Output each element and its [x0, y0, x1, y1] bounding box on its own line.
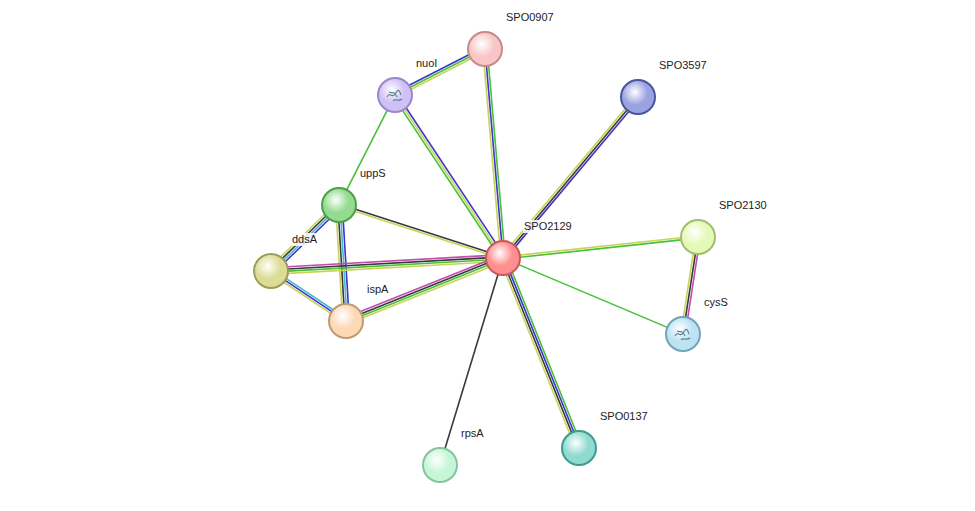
evidence-line — [363, 267, 488, 317]
interaction-edge — [403, 108, 496, 245]
protein-node: ispA — [328, 303, 364, 339]
interaction-edge — [355, 209, 487, 254]
evidence-line — [282, 216, 326, 258]
interaction-edge — [361, 261, 489, 317]
evidence-line — [686, 254, 696, 317]
evidence-line — [506, 275, 569, 433]
protein-node: nuoI — [377, 77, 413, 113]
evidence-line — [410, 57, 470, 88]
evidence-line — [285, 219, 329, 261]
evidence-line — [510, 273, 573, 431]
evidence-line — [508, 274, 571, 432]
evidence-line — [484, 66, 499, 241]
node-label: rpsA — [460, 427, 485, 440]
protein-node: SPO3597 — [620, 79, 656, 115]
evidence-line — [286, 279, 333, 310]
node-label: SPO2130 — [718, 199, 768, 212]
evidence-line — [404, 109, 493, 244]
protein-node: SPO2129 — [485, 240, 521, 276]
protein-node: SPO2130 — [680, 219, 716, 255]
evidence-line — [409, 55, 469, 86]
evidence-line — [288, 262, 486, 273]
interaction-edge — [409, 55, 471, 89]
protein-node: rpsA — [422, 447, 458, 483]
protein-node: cysS — [665, 316, 701, 352]
interaction-edge — [519, 265, 668, 328]
evidence-line — [288, 260, 486, 271]
interaction-edge — [683, 253, 697, 317]
node-label: SPO0137 — [599, 410, 649, 423]
interaction-edge — [506, 273, 576, 434]
interaction-edge — [288, 256, 486, 274]
evidence-line — [516, 111, 629, 246]
evidence-line — [403, 110, 492, 245]
evidence-line — [486, 66, 501, 241]
evidence-line — [361, 261, 486, 311]
evidence-line — [519, 265, 668, 328]
node-label: ispA — [366, 283, 389, 296]
evidence-line — [683, 253, 693, 316]
evidence-line — [285, 280, 332, 311]
evidence-line — [445, 274, 498, 448]
evidence-line — [514, 110, 627, 245]
interaction-edge — [284, 279, 333, 314]
node-label: SPO3597 — [658, 59, 708, 72]
structure-icon — [383, 83, 407, 107]
evidence-line — [347, 110, 388, 190]
evidence-line — [512, 273, 575, 431]
evidence-line — [362, 265, 487, 315]
evidence-line — [361, 263, 486, 313]
evidence-line — [512, 109, 625, 244]
evidence-line — [281, 214, 325, 256]
interaction-edge — [484, 66, 503, 242]
protein-node: uppS — [321, 187, 357, 223]
interaction-edge — [512, 109, 629, 247]
protein-node: SPO0137 — [561, 430, 597, 466]
node-label: SPO0907 — [505, 11, 555, 24]
node-label: ddsA — [291, 233, 318, 246]
evidence-line — [489, 66, 504, 241]
node-label: nuoI — [415, 57, 438, 70]
evidence-line — [688, 254, 698, 317]
node-label: cysS — [703, 296, 729, 309]
protein-node: ddsA — [253, 253, 289, 289]
structure-icon — [671, 322, 695, 346]
interaction-edge — [347, 110, 388, 190]
node-label: uppS — [359, 167, 387, 180]
evidence-line — [356, 209, 488, 252]
node-label: SPO2129 — [523, 220, 573, 233]
interaction-edge — [520, 238, 681, 258]
evidence-line — [284, 218, 328, 260]
evidence-line — [284, 282, 331, 313]
evidence-line — [355, 211, 487, 254]
evidence-line — [520, 240, 681, 257]
interaction-edge — [281, 214, 329, 261]
evidence-line — [406, 108, 495, 243]
protein-node: SPO0907 — [467, 31, 503, 67]
evidence-line — [520, 238, 681, 255]
interaction-edge — [445, 274, 498, 448]
